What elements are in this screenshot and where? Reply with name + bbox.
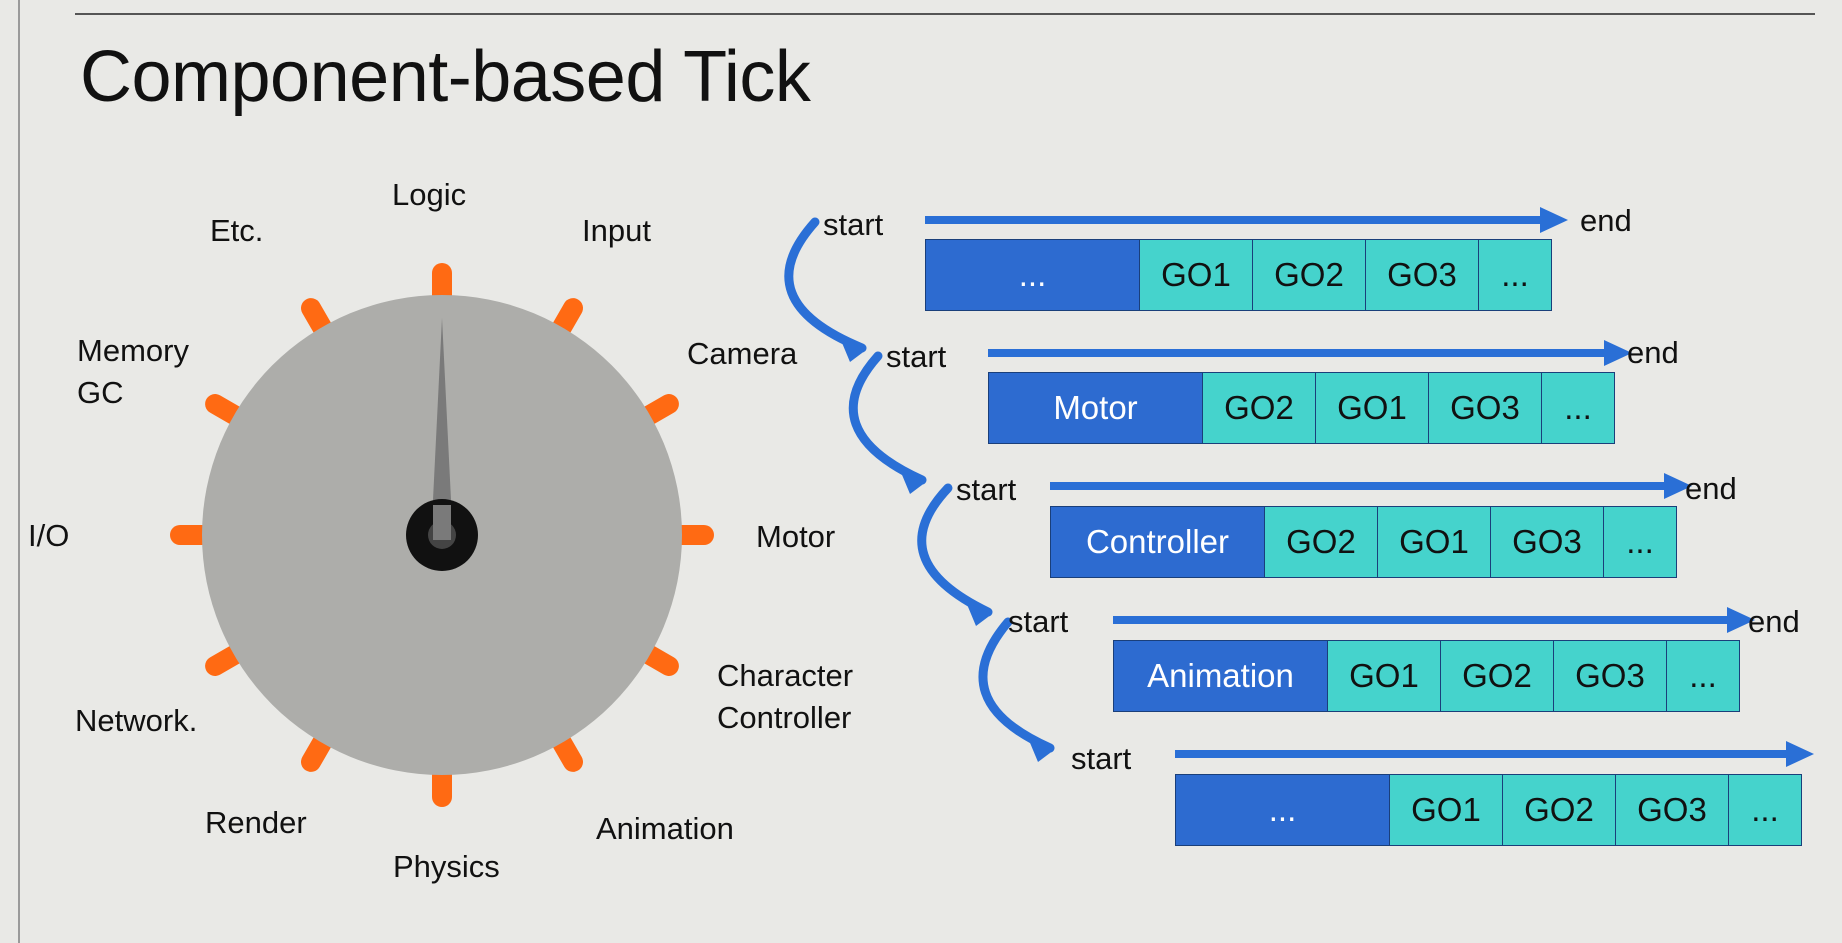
object-cell: GO2 (1264, 507, 1377, 577)
sequence-curve-arrow (917, 483, 993, 617)
timeline-arrowhead (1604, 340, 1632, 366)
timeline-arrow-shaft (1175, 750, 1786, 758)
object-cell: GO1 (1389, 775, 1502, 845)
label-io: I/O (28, 518, 70, 553)
object-cell: GO3 (1365, 240, 1478, 310)
start-label: start (956, 472, 1017, 507)
label-logic: Logic (392, 177, 467, 212)
start-label: start (1008, 604, 1069, 639)
dial-needle-base (433, 505, 451, 540)
timeline-arrows (925, 207, 1814, 767)
timeline-arrow-shaft (925, 216, 1540, 224)
label-character-controller-2: Controller (717, 700, 852, 735)
component-cell: Controller (1051, 507, 1264, 577)
timeline-arrow-shaft (1113, 616, 1727, 624)
label-motor: Motor (756, 519, 836, 554)
left-rule (18, 0, 20, 943)
sequence-curve-arrowhead (900, 470, 926, 494)
object-cell: ... (1603, 507, 1676, 577)
end-label: end (1580, 203, 1632, 238)
object-cell: ... (1541, 373, 1614, 443)
object-cell: GO2 (1440, 641, 1553, 711)
sequence-bar: ... GO1 GO2 GO3 ... (925, 239, 1552, 311)
timeline-arrowhead (1727, 607, 1755, 633)
sequence-curve-arrow (848, 351, 927, 485)
object-cell: GO2 (1502, 775, 1615, 845)
object-cell: GO1 (1315, 373, 1428, 443)
component-cell: Motor (989, 373, 1202, 443)
label-animation: Animation (596, 811, 734, 846)
object-cell: GO2 (1202, 373, 1315, 443)
start-label: start (886, 339, 947, 374)
sequence-arrows (784, 217, 1055, 762)
label-memory-gc-1: Memory (77, 333, 189, 368)
top-rule (75, 13, 1815, 15)
sequence-curve-arrowhead (1028, 738, 1054, 762)
timeline-arrowhead (1786, 741, 1814, 767)
object-cell: GO3 (1553, 641, 1666, 711)
sequence-bar: ... GO1 GO2 GO3 ... (1175, 774, 1802, 846)
label-physics: Physics (393, 849, 500, 884)
object-cell: GO3 (1615, 775, 1728, 845)
component-cell: Animation (1114, 641, 1327, 711)
label-input: Input (582, 213, 651, 248)
sequence-bar: Controller GO2 GO1 GO3 ... (1050, 506, 1677, 578)
object-cell: GO1 (1377, 507, 1490, 577)
object-cell: ... (1728, 775, 1801, 845)
label-camera: Camera (687, 336, 798, 371)
sequence-curve-arrowhead (840, 338, 866, 362)
timeline-arrow-shaft (988, 349, 1604, 357)
label-memory-gc-2: GC (77, 375, 124, 410)
label-character-controller-1: Character (717, 658, 854, 693)
end-label: end (1748, 604, 1800, 639)
timeline-arrowhead (1664, 473, 1692, 499)
end-label: end (1685, 471, 1737, 506)
label-network: Network. (75, 703, 198, 738)
timeline-arrow-shaft (1050, 482, 1664, 490)
object-cell: GO3 (1490, 507, 1603, 577)
sequence-bar: Motor GO2 GO1 GO3 ... (988, 372, 1615, 444)
object-cell: GO1 (1327, 641, 1440, 711)
sequence-curve-arrow (784, 217, 867, 353)
label-render: Render (205, 805, 307, 840)
object-cell: ... (1478, 240, 1551, 310)
component-cell: ... (926, 240, 1139, 310)
label-etc: Etc. (210, 213, 264, 248)
component-cell: ... (1176, 775, 1389, 845)
sequence-bar: Animation GO1 GO2 GO3 ... (1113, 640, 1740, 712)
sequence-curve-arrow (978, 617, 1055, 753)
end-label: end (1627, 335, 1679, 370)
object-cell: GO1 (1139, 240, 1252, 310)
sequence-curve-arrowhead (966, 602, 992, 626)
object-cell: GO3 (1428, 373, 1541, 443)
dial-needle (432, 318, 452, 520)
start-label: start (823, 207, 884, 242)
slide-title: Component-based Tick (80, 37, 811, 117)
object-cell: GO2 (1252, 240, 1365, 310)
start-label: start (1071, 741, 1132, 776)
timeline-arrowhead (1540, 207, 1568, 233)
object-cell: ... (1666, 641, 1739, 711)
